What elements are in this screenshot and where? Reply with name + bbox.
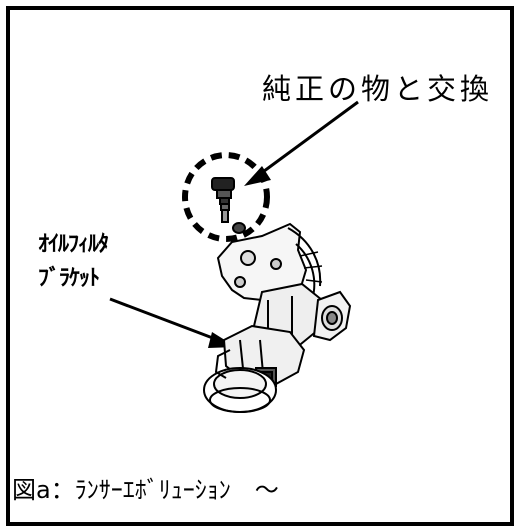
highlight-circle	[182, 152, 270, 242]
oil-filter-bracket-illustration	[109, 100, 359, 413]
bracket-label-line2: ﾌﾞﾗｹｯﾄ	[38, 266, 100, 291]
replace-label: 純正の物と交換	[262, 72, 494, 106]
replace-arrow	[244, 100, 359, 186]
bracket-arrow	[109, 297, 236, 348]
figure-caption: 図a：ﾗﾝｻｰｴﾎﾞﾘｭｰｼｮﾝ ～	[12, 476, 279, 504]
bolt-part	[211, 177, 246, 234]
bracket-label-line1: ｵｲﾙﾌｨﾙﾀ	[38, 232, 109, 257]
bracket-body	[203, 222, 352, 413]
